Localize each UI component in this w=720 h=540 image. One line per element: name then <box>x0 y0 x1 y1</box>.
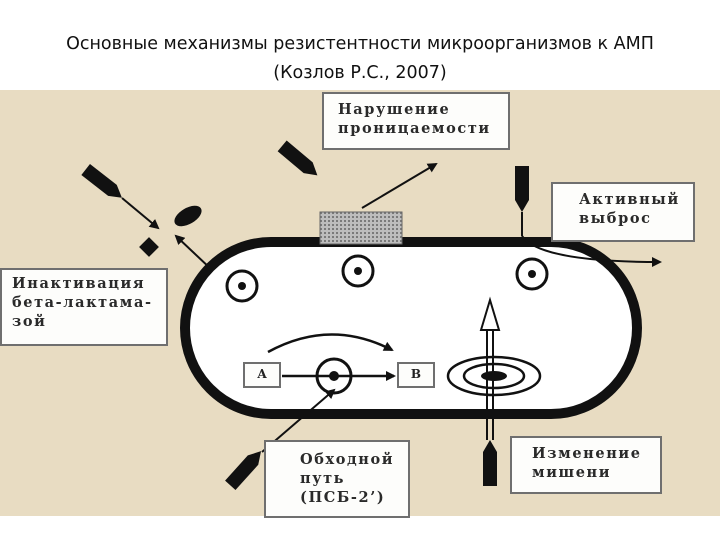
porin-channel <box>319 211 403 245</box>
pathway-start-box: A <box>243 362 281 388</box>
efflux-label: Активный выброс <box>551 182 695 242</box>
target-change-arrow <box>479 296 501 440</box>
efflux-exit-arrow <box>521 235 662 267</box>
antibiotic-icon <box>515 166 529 212</box>
target-change-label: Изменение мишени <box>510 436 662 494</box>
inactivation-arrow-in <box>121 197 160 230</box>
target-site-center <box>341 254 375 288</box>
inactivation-arrow-cell <box>174 234 213 271</box>
bypass-label: Обходной путь (ПСБ-2’) <box>264 440 410 518</box>
slide-title: Основные механизмы резистентности микроо… <box>66 34 654 83</box>
target-site-right <box>515 257 549 291</box>
cleaved-fragment-icon <box>174 205 202 227</box>
pathway-curve-arrow <box>267 333 394 354</box>
inactivation-label: Инактивация бета-лактама- зой <box>0 268 168 346</box>
pathway-end-box: B <box>397 362 435 388</box>
permeability-label: Нарушение проницаемости <box>322 92 510 150</box>
target-site-left <box>225 269 259 303</box>
antibiotic-icon <box>225 451 262 491</box>
antibiotic-icon <box>81 163 122 198</box>
antibiotic-icon <box>483 440 497 486</box>
bacterial-cell <box>180 237 642 419</box>
antibiotic-icon <box>277 140 318 176</box>
permeability-arrow <box>361 162 438 209</box>
cleaved-fragment-icon <box>139 237 159 257</box>
